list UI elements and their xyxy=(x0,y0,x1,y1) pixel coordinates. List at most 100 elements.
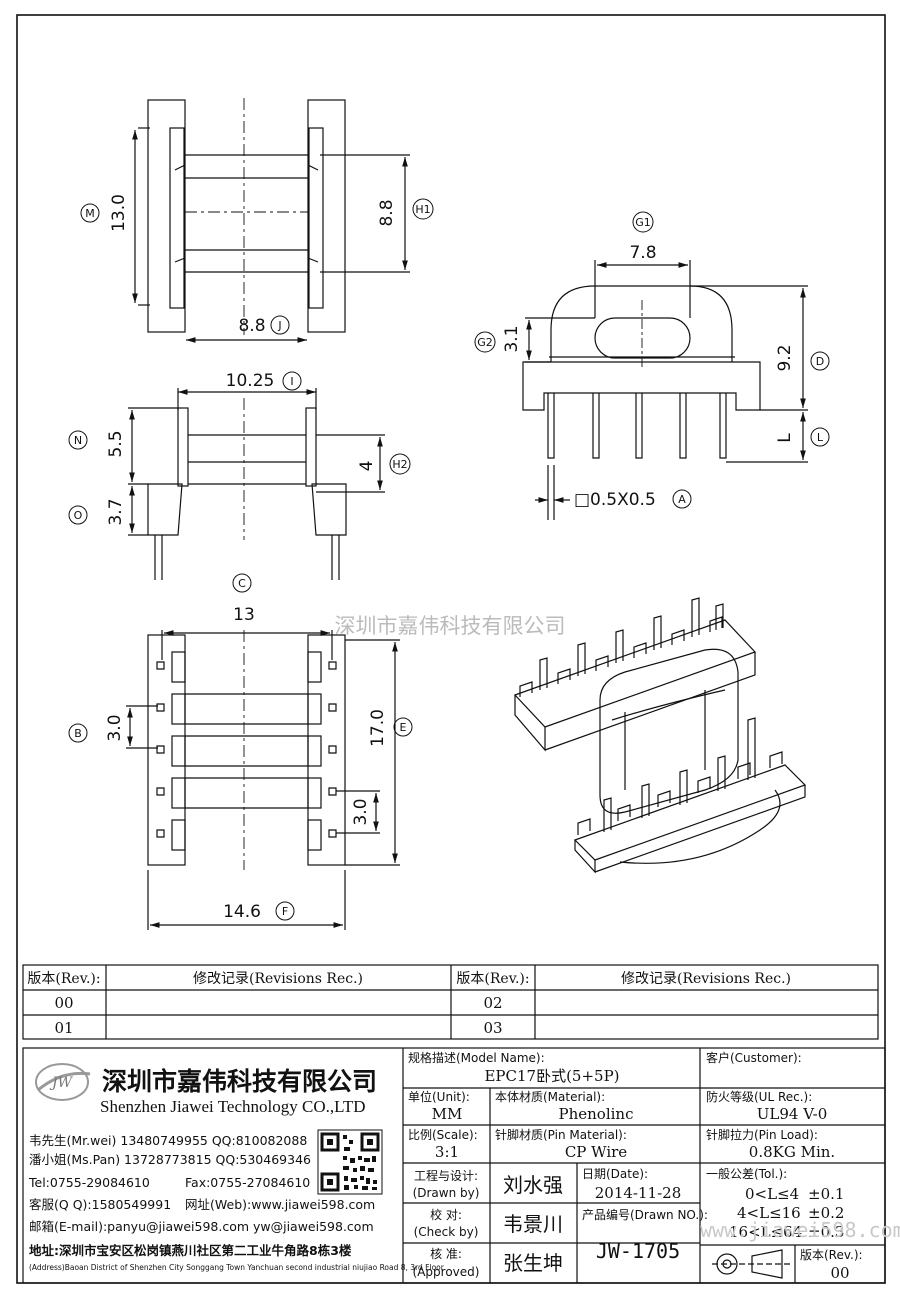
svg-text:H1: H1 xyxy=(415,203,430,216)
rev-col-right: 版本(Rev.): xyxy=(456,971,529,987)
pin-material-label: 针脚材质(Pin Material): xyxy=(495,1127,627,1142)
drawing-no-label: 产品编号(Drawn NO.): xyxy=(582,1207,708,1222)
drawn-by-label-en: (Drawn by) xyxy=(413,1186,480,1200)
company-logo: JW xyxy=(35,1063,91,1101)
svg-text:L: L xyxy=(817,431,824,444)
approved-value: 张生坤 xyxy=(503,1251,563,1275)
ul-label: 防火等级(UL Rec.): xyxy=(706,1089,812,1104)
dim-i-value: 10.25 xyxy=(226,371,275,391)
date-value: 2014-11-28 xyxy=(595,1184,681,1202)
front-view xyxy=(522,260,808,520)
tol-range-1: 0<L≤4 xyxy=(745,1185,799,1203)
callout-o: O xyxy=(68,505,88,525)
title-block-grid xyxy=(22,1047,886,1284)
check-by-value: 韦景川 xyxy=(503,1212,563,1236)
callout-m: M xyxy=(80,203,100,223)
dim-a-value: □0.5X0.5 xyxy=(574,490,656,510)
callout-g2: G2 xyxy=(474,331,496,353)
dim-b-value: 3.0 xyxy=(105,714,125,741)
callout-c: C xyxy=(232,573,252,593)
check-by-label-en: (Check by) xyxy=(414,1225,479,1239)
contact-wei: 韦先生(Mr.wei) 13480749955 QQ:810082088 xyxy=(29,1133,307,1148)
customer-label: 客户(Customer): xyxy=(706,1050,802,1065)
tol-val-1: ±0.1 xyxy=(808,1185,844,1203)
model-value: EPC17卧式(5+5P) xyxy=(484,1067,619,1085)
tol-range-3: 16<L≤64 xyxy=(729,1223,802,1241)
company-name-cn: 深圳市嘉伟科技有限公司 xyxy=(102,1067,377,1096)
pin-material-value: CP Wire xyxy=(565,1143,627,1161)
svg-text:H2: H2 xyxy=(392,458,407,471)
dim-j-value: 8.8 xyxy=(238,316,265,336)
svg-text:G2: G2 xyxy=(477,336,493,349)
watermark-url: www.jiawei598.com xyxy=(700,1218,900,1242)
svg-text:F: F xyxy=(282,905,288,918)
qr-code xyxy=(317,1129,383,1195)
scale-value: 3:1 xyxy=(435,1143,459,1161)
contact-qq: 客服(Q Q):1580549991 xyxy=(29,1197,171,1212)
svg-text:O: O xyxy=(74,509,83,522)
svg-text:B: B xyxy=(74,727,82,740)
approved-label-en: (Approved) xyxy=(413,1265,480,1279)
contact-fax: Fax:0755-27084610 xyxy=(185,1175,310,1190)
svg-text:G1: G1 xyxy=(635,216,651,229)
rev-col-left: 版本(Rev.): xyxy=(27,971,100,987)
rec-col-left: 修改记录(Revisions Rec.) xyxy=(193,971,363,987)
tolerance-label: 一般公差(Tol.): xyxy=(706,1166,787,1181)
rec-col-right: 修改记录(Revisions Rec.) xyxy=(621,971,791,987)
svg-text:N: N xyxy=(74,434,82,447)
material-label: 本体材质(Material): xyxy=(495,1090,605,1104)
tol-range-2: 4<L≤16 xyxy=(737,1204,801,1222)
scale-label: 比例(Scale): xyxy=(408,1128,478,1142)
unit-value: MM xyxy=(432,1105,463,1123)
drawing-no-value: JW-1705 xyxy=(596,1239,680,1263)
dim-n-value: 5.5 xyxy=(106,430,126,457)
drawn-by-label: 工程与设计: xyxy=(414,1168,478,1183)
svg-text:C: C xyxy=(238,577,246,590)
check-by-label: 校 对: xyxy=(430,1207,462,1222)
material-value: Phenolinc xyxy=(559,1105,634,1123)
top-view xyxy=(132,98,410,343)
dim-g2-value: 3.1 xyxy=(502,325,522,352)
bottom-view xyxy=(126,630,400,930)
callout-a: A xyxy=(672,489,692,509)
callout-h2: H2 xyxy=(389,453,411,475)
dim-l-value: L xyxy=(775,433,795,443)
dim-d-value: 9.2 xyxy=(775,344,795,371)
callout-h1: H1 xyxy=(412,198,434,220)
contact-pan: 潘小姐(Ms.Pan) 13728773815 QQ:530469346 xyxy=(29,1152,311,1167)
isometric-view xyxy=(513,597,807,874)
callout-b: B xyxy=(68,723,88,743)
dim-g1-value: 7.8 xyxy=(629,243,656,263)
contact-tel: Tel:0755-29084610 xyxy=(28,1175,150,1190)
callout-f: F xyxy=(275,901,295,921)
approved-label: 核 准: xyxy=(430,1247,462,1261)
pin-load-value: 0.8KG Min. xyxy=(749,1143,835,1161)
dim-f-value: 14.6 xyxy=(223,902,261,922)
revision-table xyxy=(22,964,879,1040)
svg-text:D: D xyxy=(816,355,824,368)
callout-l: L xyxy=(810,427,830,447)
svg-text:E: E xyxy=(400,721,407,734)
projection-symbol-icon xyxy=(712,1249,790,1279)
rev-row-02: 02 xyxy=(483,994,502,1012)
callout-j: J xyxy=(270,315,290,335)
dim-pitch-value: 3.0 xyxy=(351,798,371,825)
rev-row-03: 03 xyxy=(483,1019,502,1037)
watermark-text: 深圳市嘉伟科技有限公司 xyxy=(335,614,566,638)
unit-label: 单位(Unit): xyxy=(408,1089,470,1104)
dim-c-value: 13 xyxy=(233,605,255,625)
tol-val-3: ±0.3 xyxy=(808,1223,844,1241)
callout-i: I xyxy=(282,371,302,391)
callout-g1: G1 xyxy=(632,211,654,233)
company-name-en: Shenzhen Jiawei Technology CO.,LTD xyxy=(100,1097,366,1116)
date-label: 日期(Date): xyxy=(582,1167,648,1181)
svg-text:I: I xyxy=(290,375,293,388)
contact-email: 邮箱(E-mail):panyu@jiawei598.com yw@jiawei… xyxy=(29,1219,374,1234)
dim-h2-value: 4 xyxy=(357,461,377,472)
dim-e-value: 17.0 xyxy=(368,709,388,747)
svg-text:A: A xyxy=(678,493,686,506)
callout-e: E xyxy=(393,717,413,737)
callout-n: N xyxy=(68,430,88,450)
drawn-by-value: 刘水强 xyxy=(503,1173,563,1197)
svg-text:J: J xyxy=(277,319,281,332)
